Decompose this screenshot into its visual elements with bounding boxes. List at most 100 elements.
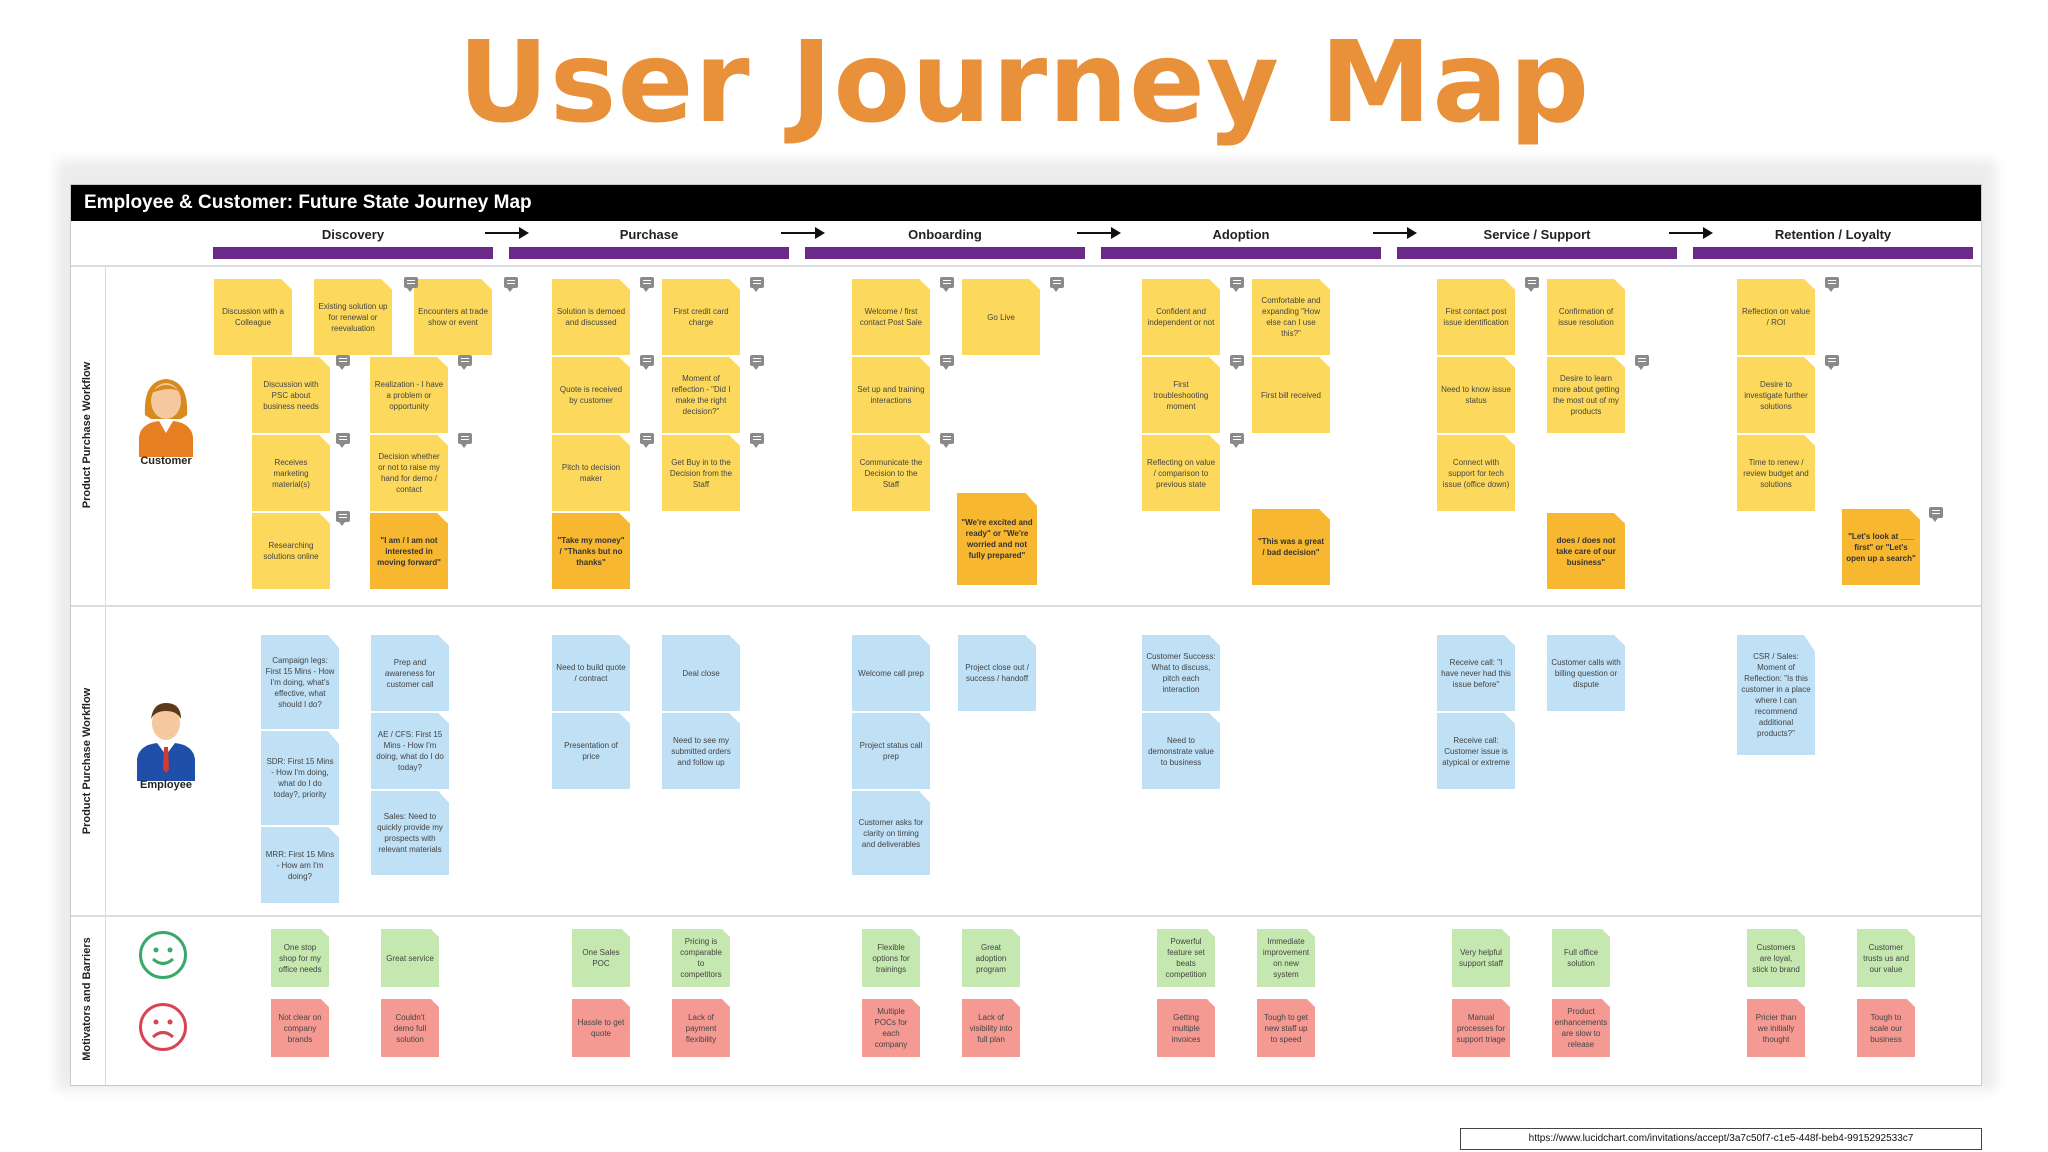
employee-avatar-icon (137, 703, 195, 781)
sticky-note: Project status call prep (852, 713, 930, 789)
comment-icon[interactable] (458, 433, 472, 448)
comment-icon[interactable] (940, 355, 954, 370)
sticky-note: Researching solutions online (252, 513, 330, 589)
header-bar: Employee & Customer: Future State Journe… (71, 185, 1981, 221)
comment-icon[interactable] (1230, 355, 1244, 370)
comment-icon[interactable] (336, 355, 350, 370)
sticky-note: Decision whether or not to raise my hand… (370, 435, 448, 511)
sticky-note: Need to know issue status (1437, 357, 1515, 433)
comment-icon[interactable] (750, 433, 764, 448)
barrier-note: Lack of visibility into full plan (962, 999, 1020, 1057)
sticky-note: Need to build quote / contract (552, 635, 630, 711)
comment-icon[interactable] (1050, 277, 1064, 292)
sticky-note: Desire to learn more about getting the m… (1547, 357, 1625, 433)
comment-icon[interactable] (640, 277, 654, 292)
motivator-note: Immediate improvement on new system (1257, 929, 1315, 987)
sticky-note: Reflecting on value / comparison to prev… (1142, 435, 1220, 511)
lane-divider (105, 265, 106, 1085)
stage-service-support: Service / Support (1397, 227, 1677, 267)
comment-icon[interactable] (336, 511, 350, 526)
comment-icon[interactable] (1929, 507, 1943, 522)
motivator-note: Flexible options for trainings (862, 929, 920, 987)
barrier-note: Not clear on company brands (271, 999, 329, 1057)
sticky-note: Confident and independent or not (1142, 279, 1220, 355)
stage-arrow-icon (781, 227, 825, 239)
sticky-note: Encounters at trade show or event (414, 279, 492, 355)
sticky-note: Discussion with PSC about business needs (252, 357, 330, 433)
barrier-note: Couldn't demo full solution (381, 999, 439, 1057)
comment-icon[interactable] (1525, 277, 1539, 292)
comment-icon[interactable] (750, 277, 764, 292)
comment-icon[interactable] (940, 433, 954, 448)
comment-icon[interactable] (940, 277, 954, 292)
stage-label: Discovery (321, 227, 385, 242)
motivator-note: Great service (381, 929, 439, 987)
sticky-note: Solution is demoed and discussed (552, 279, 630, 355)
comment-icon[interactable] (1825, 277, 1839, 292)
sticky-note: Pitch to decision maker (552, 435, 630, 511)
stage-bar (213, 247, 493, 259)
stage-arrow-icon (1373, 227, 1417, 239)
map-title: Employee & Customer: Future State Journe… (84, 192, 532, 213)
sticky-note: Welcome / first contact Post Sale (852, 279, 930, 355)
comment-icon[interactable] (404, 277, 418, 292)
stage-discovery: Discovery (213, 227, 493, 267)
sticky-note: Need to demonstrate value to business (1142, 713, 1220, 789)
comment-icon[interactable] (750, 355, 764, 370)
sticky-note: Receives marketing material(s) (252, 435, 330, 511)
stage-bar (1101, 247, 1381, 259)
sticky-note: SDR: First 15 Mins - How I'm doing, what… (261, 731, 339, 825)
barrier-note: Getting multiple invoices (1157, 999, 1215, 1057)
persona-name-customer: Customer (140, 455, 192, 467)
persona-name-employee: Employee (140, 779, 192, 791)
motivator-note: One Sales POC (572, 929, 630, 987)
comment-icon[interactable] (336, 433, 350, 448)
stage-adoption: Adoption (1101, 227, 1381, 267)
comment-icon[interactable] (640, 433, 654, 448)
sticky-note: Receive call: "I have never had this iss… (1437, 635, 1515, 711)
sticky-note-highlight: "We're excited and ready" or "We're worr… (957, 493, 1037, 585)
stage-bar (1693, 247, 1973, 259)
lane-employee (71, 605, 1981, 917)
sticky-note: Need to see my submitted orders and foll… (662, 713, 740, 789)
sticky-note: First bill received (1252, 357, 1330, 433)
sticky-note: Reflection on value / ROI (1737, 279, 1815, 355)
sticky-note: First troubleshooting moment (1142, 357, 1220, 433)
sticky-note: First credit card charge (662, 279, 740, 355)
sticky-note: Sales: Need to quickly provide my prospe… (371, 791, 449, 875)
sticky-note: Quote is received by customer (552, 357, 630, 433)
motivator-note: Pricing is comparable to competitors (672, 929, 730, 987)
happy-face-icon (139, 931, 187, 979)
motivator-note: Great adoption program (962, 929, 1020, 987)
sticky-note: Existing solution up for renewal or reev… (314, 279, 392, 355)
sticky-note: MRR: First 15 Mins - How am I'm doing? (261, 827, 339, 903)
comment-icon[interactable] (1825, 355, 1839, 370)
sticky-note: Get Buy in to the Decision from the Staf… (662, 435, 740, 511)
stage-arrow-icon (1669, 227, 1713, 239)
stage-retention-loyalty: Retention / Loyalty (1693, 227, 1973, 267)
sticky-note-highlight: does / does not take care of our busines… (1547, 513, 1625, 589)
lane-customer (71, 265, 1981, 607)
sticky-note-highlight: "This was a great / bad decision" (1252, 509, 1330, 585)
comment-icon[interactable] (1635, 355, 1649, 370)
comment-icon[interactable] (1230, 277, 1244, 292)
sticky-note: Welcome call prep (852, 635, 930, 711)
comment-icon[interactable] (458, 355, 472, 370)
comment-icon[interactable] (1230, 433, 1244, 448)
sticky-note: Customer calls with billing question or … (1547, 635, 1625, 711)
stage-label: Service / Support (1483, 227, 1591, 242)
barrier-note: Product enhancements are slow to release (1552, 999, 1610, 1057)
barrier-note: Manual processes for support triage (1452, 999, 1510, 1057)
barrier-note: Hassle to get quote (572, 999, 630, 1057)
motivator-note: Full office solution (1552, 929, 1610, 987)
source-url[interactable]: https://www.lucidchart.com/invitations/a… (1460, 1128, 1982, 1150)
comment-icon[interactable] (504, 277, 518, 292)
sticky-note: Project close out / success / handoff (958, 635, 1036, 711)
sticky-note: Comfortable and expanding "How else can … (1252, 279, 1330, 355)
lane-label-employee: Product Purchase Workflow (81, 687, 93, 835)
comment-icon[interactable] (640, 355, 654, 370)
sticky-note: Moment of reflection - "Did I make the r… (662, 357, 740, 433)
sticky-note: Prep and awareness for customer call (371, 635, 449, 711)
sticky-note: Deal close (662, 635, 740, 711)
motivator-note: Very helpful support staff (1452, 929, 1510, 987)
